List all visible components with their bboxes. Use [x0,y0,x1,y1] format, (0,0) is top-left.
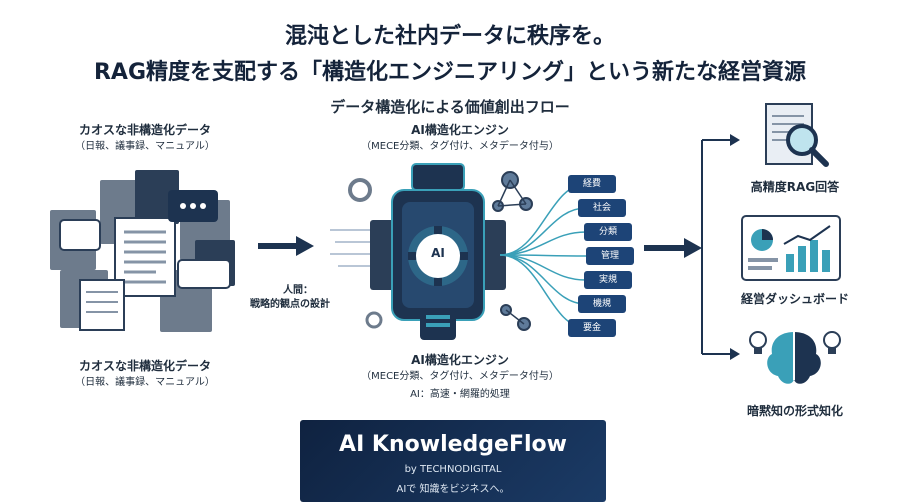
output-dashboard: 経営ダッシュボード [740,292,849,306]
tag-item: 分類 [584,223,632,241]
unstructured-documents-icon [50,170,235,332]
tag-item: 実規 [584,271,632,289]
ai-engine-icon [330,163,533,340]
brain-lightbulb-icon [749,331,841,384]
brand-banner: AI KnowledgeFlow by TECHNODIGITAL AIで 知識… [300,420,606,502]
brand-by: by TECHNODIGITAL [404,464,502,475]
tag-item: 機規 [578,295,626,313]
brand-tagline: AIで 知識をビジネスへ。 [396,484,510,495]
engine-note: AI：高速・網羅的処理 [410,389,510,400]
human-design-label: 戦略的観点の設計 [250,299,330,310]
tag-item: 経費 [568,175,616,193]
arrow-right-icon [644,238,702,258]
dashboard-chart-icon [741,215,841,281]
arrow-right-icon [258,236,314,256]
chaos-data-sub-top: （日報、議事録、マニュアル） [75,141,215,152]
human-label: 人間： [283,285,313,296]
classification-lines [500,183,587,329]
title-line-1: 混沌とした社内データに秩序を。 [284,24,615,49]
output-tacit-knowledge: 暗黙知の形式知化 [746,404,843,418]
engine-label-bottom: AI構造化エンジン [411,353,509,367]
chaos-data-sub-bottom: （日報、議事録、マニュアル） [75,377,215,388]
chaos-data-label-bottom: カオスな非構造化データ [78,359,211,373]
engine-sub-bottom: （MECE分類、タグ付け、メタデータ付与） [361,371,559,382]
chaos-data-label-top: カオスな非構造化データ [78,123,211,137]
engine-label-top: AI構造化エンジン [411,123,509,137]
tag-item: 要金 [568,319,616,337]
engine-sub-top: （MECE分類、タグ付け、メタデータ付与） [361,141,559,152]
tag-item: 社会 [578,199,626,217]
branch-arrows [701,134,740,360]
document-search-icon [765,103,829,167]
flow-subtitle: データ構造化による価値創出フロー [330,98,570,116]
brand-title: AI KnowledgeFlow [339,432,567,457]
ai-chip-label: AI [431,246,445,260]
title-line-2: RAG精度を支配する「構造化エンジニアリング」という新たな経営資源 [93,60,807,85]
output-rag-answer: 高精度RAG回答 [750,180,840,194]
tag-item: 管理 [586,247,634,265]
